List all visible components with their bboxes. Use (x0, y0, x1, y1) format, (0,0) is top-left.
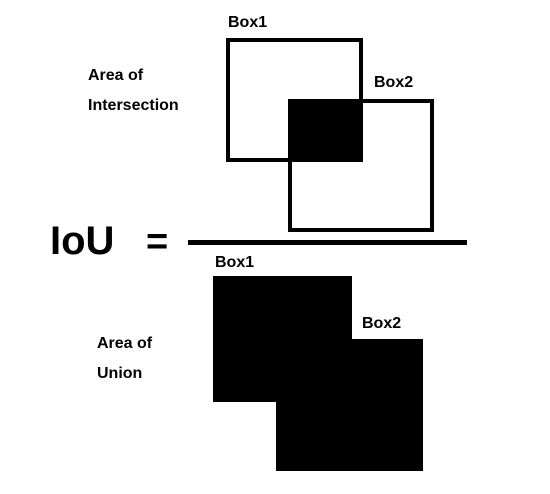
union-caption-line1: Area of (97, 335, 153, 352)
numerator-box1-label: Box1 (228, 14, 268, 31)
intersection-caption-line2: Intersection (88, 97, 179, 114)
numerator-box2-label: Box2 (374, 74, 414, 91)
union-caption: Area of Union (97, 329, 152, 389)
equals-sign: = (146, 221, 169, 263)
intersection-area (288, 99, 363, 162)
union-caption-line2: Union (97, 365, 143, 382)
intersection-caption-line1: Area of (88, 67, 144, 84)
fraction-bar (188, 240, 467, 245)
intersection-caption: Area of Intersection (88, 61, 179, 121)
denominator-box1-label: Box1 (215, 254, 255, 271)
iou-symbol: IoU (50, 219, 115, 263)
union-box2 (276, 339, 423, 471)
denominator-box2-label: Box2 (362, 315, 402, 332)
numerator-box2 (288, 99, 434, 232)
